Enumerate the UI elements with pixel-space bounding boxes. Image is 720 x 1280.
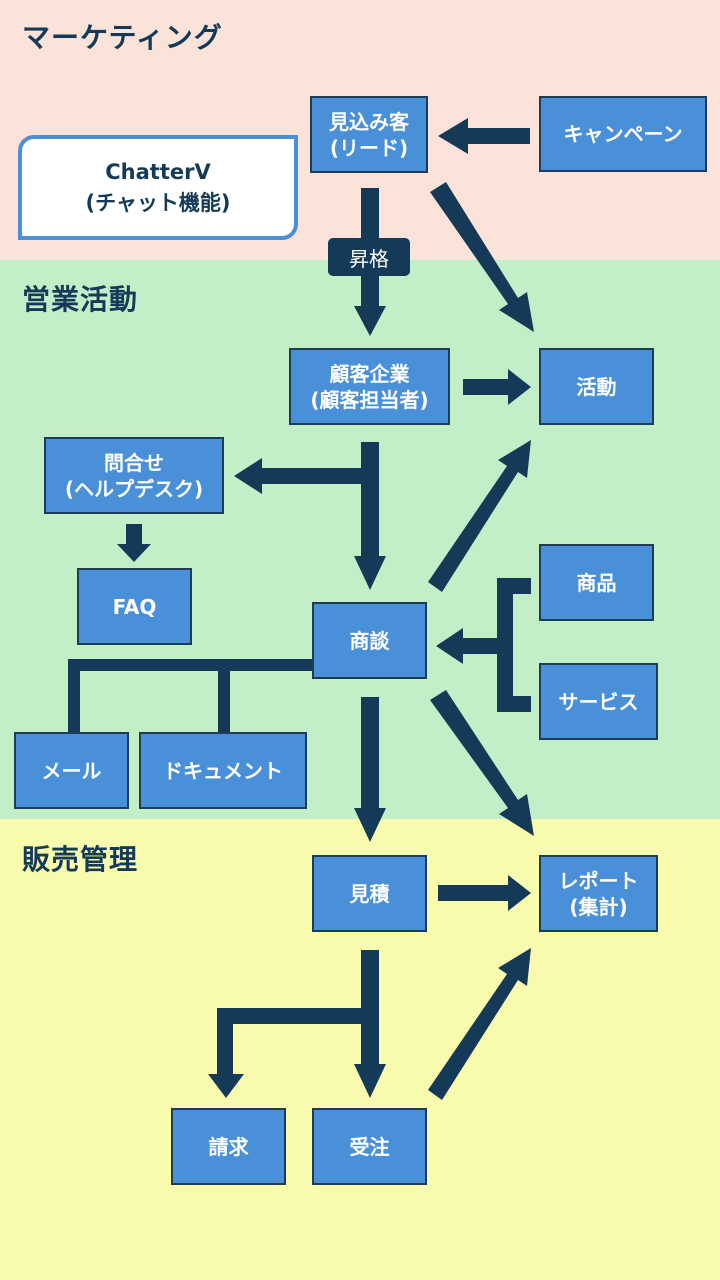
node-faq: FAQ xyxy=(77,568,192,645)
node-opportunity: 商談 xyxy=(312,602,427,679)
arrow-account-to-activity xyxy=(463,369,531,405)
arrow-lead-to-activity xyxy=(430,182,534,332)
node-order: 受注 xyxy=(312,1108,427,1185)
node-report-line1: レポート xyxy=(558,868,639,893)
node-service: サービス xyxy=(539,663,658,740)
arrow-campaign-to-lead xyxy=(438,118,530,154)
chatter-box: ChatterV (チャット機能) xyxy=(18,135,298,240)
branch-to-mail xyxy=(68,659,80,734)
node-lead: 見込み客 (リード) xyxy=(310,96,428,173)
section-title-marketing: マーケティング xyxy=(22,21,223,54)
node-lead-line2: (リード) xyxy=(329,135,409,160)
node-campaign: キャンペーン xyxy=(539,96,707,172)
arrow-opportunity-to-report xyxy=(430,690,534,836)
arrow-order-to-report xyxy=(428,948,531,1100)
node-inquiry-line1: 問合せ xyxy=(104,450,164,475)
promotion-badge: 昇格 xyxy=(328,238,410,276)
arrow-opportunity-to-quote xyxy=(354,697,386,842)
branch-to-document xyxy=(218,659,230,734)
bracket-product-arm xyxy=(497,578,531,594)
chatter-subtitle: (チャット機能) xyxy=(85,190,231,215)
node-report: レポート (集計) xyxy=(539,855,658,932)
node-invoice: 請求 xyxy=(171,1108,286,1185)
bracket-product-service-vertical xyxy=(497,578,513,712)
node-product: 商品 xyxy=(539,544,654,621)
node-inquiry-line2: (ヘルプデスク) xyxy=(64,476,204,501)
arrow-products-to-opportunity xyxy=(436,628,497,664)
arrow-opportunity-to-activity xyxy=(428,440,531,592)
section-title-sales: 営業活動 xyxy=(22,283,139,316)
node-document: ドキュメント xyxy=(139,732,307,809)
node-activity: 活動 xyxy=(539,348,654,425)
node-inquiry: 問合せ (ヘルプデスク) xyxy=(44,437,224,514)
node-mail: メール xyxy=(14,732,129,809)
node-account-line2: (顧客担当者) xyxy=(310,387,429,412)
node-account: 顧客企業 (顧客担当者) xyxy=(289,348,450,425)
chatter-title: ChatterV xyxy=(105,160,211,185)
arrow-quote-to-report xyxy=(438,875,531,911)
arrow-to-invoice xyxy=(208,1008,244,1098)
node-account-line1: 顧客企業 xyxy=(329,361,410,386)
arrow-to-inquiry xyxy=(234,458,370,494)
arrow-inquiry-to-faq xyxy=(117,524,151,562)
branch-horizontal xyxy=(68,659,313,671)
node-quote: 見積 xyxy=(312,855,427,932)
branch-to-invoice-horizontal xyxy=(217,1008,379,1024)
arrow-account-to-opportunity xyxy=(354,442,386,590)
node-report-line2: (集計) xyxy=(569,894,628,919)
node-lead-line1: 見込み客 xyxy=(329,109,409,134)
bracket-service-arm xyxy=(497,696,531,712)
section-title-management: 販売管理 xyxy=(22,843,139,876)
